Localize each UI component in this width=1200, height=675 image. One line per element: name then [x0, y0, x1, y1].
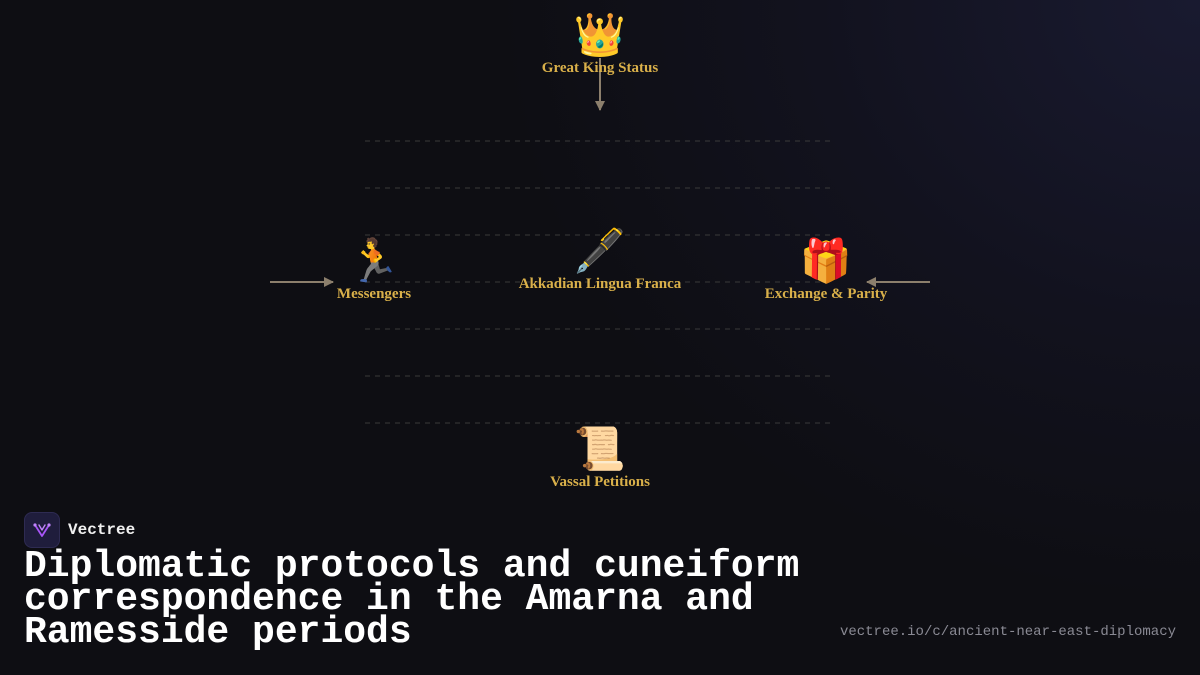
node-label: Akkadian Lingua Franca — [518, 276, 682, 292]
node-label: Exchange & Parity — [764, 286, 888, 302]
page-title: Diplomatic protocols and cuneiform corre… — [24, 545, 800, 654]
source-url[interactable]: vectree.io/c/ancient-near-east-diplomacy — [839, 624, 1176, 640]
node-label: Vassal Petitions — [550, 474, 650, 490]
node-messengers: 🏃 Messengers — [264, 238, 484, 303]
fountain-pen-icon: 🖋️ — [573, 226, 627, 275]
node-exchange-parity: 🎁 Exchange & Parity — [716, 238, 936, 303]
brand-name: Vectree — [68, 521, 136, 539]
gift-icon: 🎁 — [799, 236, 853, 285]
node-vassal-petitions: 📜 Vassal Petitions — [490, 426, 710, 491]
guide-lines — [365, 140, 830, 424]
scroll-icon: 📜 — [573, 424, 627, 473]
node-label: Messengers — [336, 286, 412, 302]
vectree-logo-icon — [24, 512, 60, 548]
node-akkadian-lingua-franca: 🖋️ Akkadian Lingua Franca — [490, 228, 710, 293]
runner-icon: 🏃 — [347, 236, 401, 285]
node-label: Great King Status — [541, 60, 659, 76]
crown-icon: 👑 — [573, 10, 627, 59]
node-great-king-status: 👑 Great King Status — [490, 12, 710, 77]
brand: Vectree — [24, 512, 135, 548]
